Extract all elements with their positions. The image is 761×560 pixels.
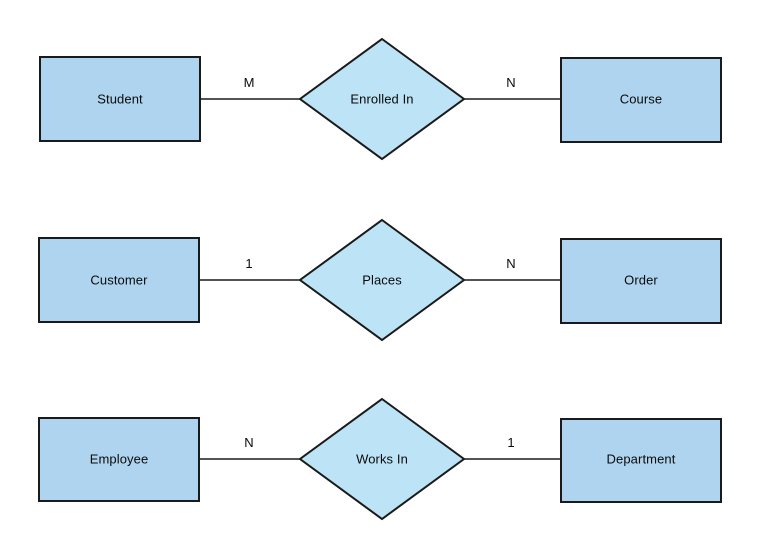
entity-box-department[interactable] bbox=[560, 418, 722, 503]
er-row-student-course: Student Enrolled In Course M N bbox=[39, 37, 722, 161]
relationship-label-places: Places bbox=[362, 272, 402, 287]
cardinality-label-right-row-3: 1 bbox=[507, 435, 514, 450]
cardinality-label-left-row-2: 1 bbox=[245, 256, 252, 271]
entity-label-student: Student bbox=[97, 91, 143, 106]
er-row-customer-order: Customer Places Order 1 N bbox=[38, 218, 722, 342]
relationship-label-works-in: Works In bbox=[356, 451, 408, 466]
cardinality-label-right-row-2: N bbox=[506, 256, 515, 271]
relationship-diamond-enrolled-in[interactable] bbox=[298, 37, 466, 161]
relationship-diamond-places[interactable] bbox=[298, 218, 466, 342]
relationship-label-enrolled-in: Enrolled In bbox=[350, 91, 413, 106]
entity-box-order[interactable] bbox=[560, 238, 722, 324]
entity-label-order: Order bbox=[624, 272, 658, 287]
entity-box-student[interactable] bbox=[39, 56, 201, 142]
entity-label-customer: Customer bbox=[90, 272, 148, 287]
cardinality-label-right-row-1: N bbox=[506, 75, 515, 90]
entity-box-course[interactable] bbox=[560, 57, 722, 143]
er-row-employee-department: Employee Works In Department N 1 bbox=[38, 397, 722, 521]
entity-box-customer[interactable] bbox=[38, 237, 200, 323]
entity-label-department: Department bbox=[607, 451, 676, 466]
cardinality-label-left-row-1: M bbox=[244, 75, 255, 90]
entity-label-employee: Employee bbox=[90, 451, 149, 466]
relationship-diamond-works-in[interactable] bbox=[298, 397, 466, 521]
entity-box-employee[interactable] bbox=[38, 417, 200, 502]
cardinality-label-left-row-3: N bbox=[244, 435, 253, 450]
entity-label-course: Course bbox=[620, 91, 663, 106]
